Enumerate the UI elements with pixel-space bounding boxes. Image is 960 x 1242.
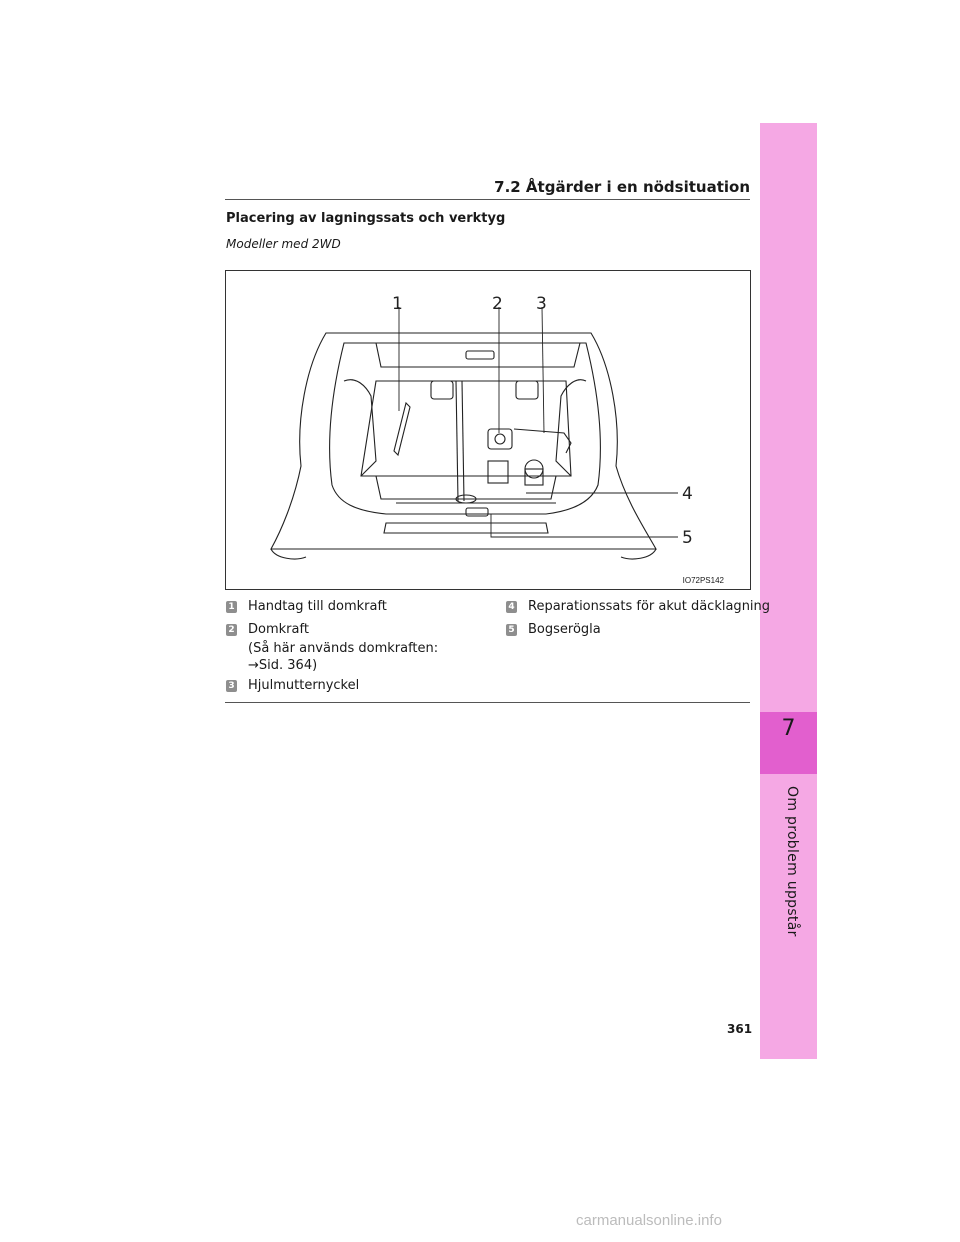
legend-number-badge: 1 <box>226 601 237 613</box>
legend-number-badge: 2 <box>226 624 237 636</box>
header-divider <box>225 199 750 200</box>
legend-item: 1 Handtag till domkraft <box>226 598 387 615</box>
legend-item: 2 Domkraft <box>226 621 309 638</box>
legend-item: 5 Bogserögla <box>506 621 601 638</box>
legend-item: 3 Hjulmutternyckel <box>226 677 359 694</box>
section-header: 7.2 Åtgärder i en nödsituation <box>494 178 750 196</box>
figure-code: IO72PS142 <box>682 576 724 585</box>
callout-3: 3 <box>536 294 547 314</box>
legend-item: 4 Reparationssats för akut däcklagning <box>506 598 770 615</box>
chapter-side-tab <box>760 123 817 1059</box>
callout-2: 2 <box>492 294 503 314</box>
trunk-drawing: 1 2 3 4 5 <box>270 294 693 560</box>
callout-5: 5 <box>682 528 693 548</box>
watermark: carmanualsonline.info <box>576 1212 722 1229</box>
model-subheading: Modeller med 2WD <box>226 237 341 251</box>
legend-text: Reparationssats för akut däcklagning <box>528 599 771 614</box>
chapter-title: Om problem uppstår <box>784 786 800 937</box>
page-number: 361 <box>727 1022 753 1036</box>
legend-note: (Så här används domkraften: <box>248 641 439 656</box>
section-heading: Placering av lagningssats och verktyg <box>226 211 506 226</box>
content-divider <box>225 702 750 703</box>
trunk-illustration: 1 2 3 4 5 IO72PS142 <box>225 270 751 590</box>
legend-text: Domkraft <box>248 622 309 637</box>
legend-text: Hjulmutternyckel <box>248 678 360 693</box>
legend-text: Handtag till domkraft <box>248 599 387 614</box>
legend-number-badge: 3 <box>226 680 237 692</box>
callout-4: 4 <box>682 484 693 504</box>
legend-number-badge: 4 <box>506 601 517 613</box>
chapter-number: 7 <box>781 716 796 741</box>
legend-text: Bogserögla <box>528 622 601 637</box>
chapter-tab-active-marker <box>760 712 817 774</box>
legend-page-reference[interactable]: →Sid. 364) <box>248 658 318 673</box>
callout-1: 1 <box>392 294 403 314</box>
legend-number-badge: 5 <box>506 624 517 636</box>
